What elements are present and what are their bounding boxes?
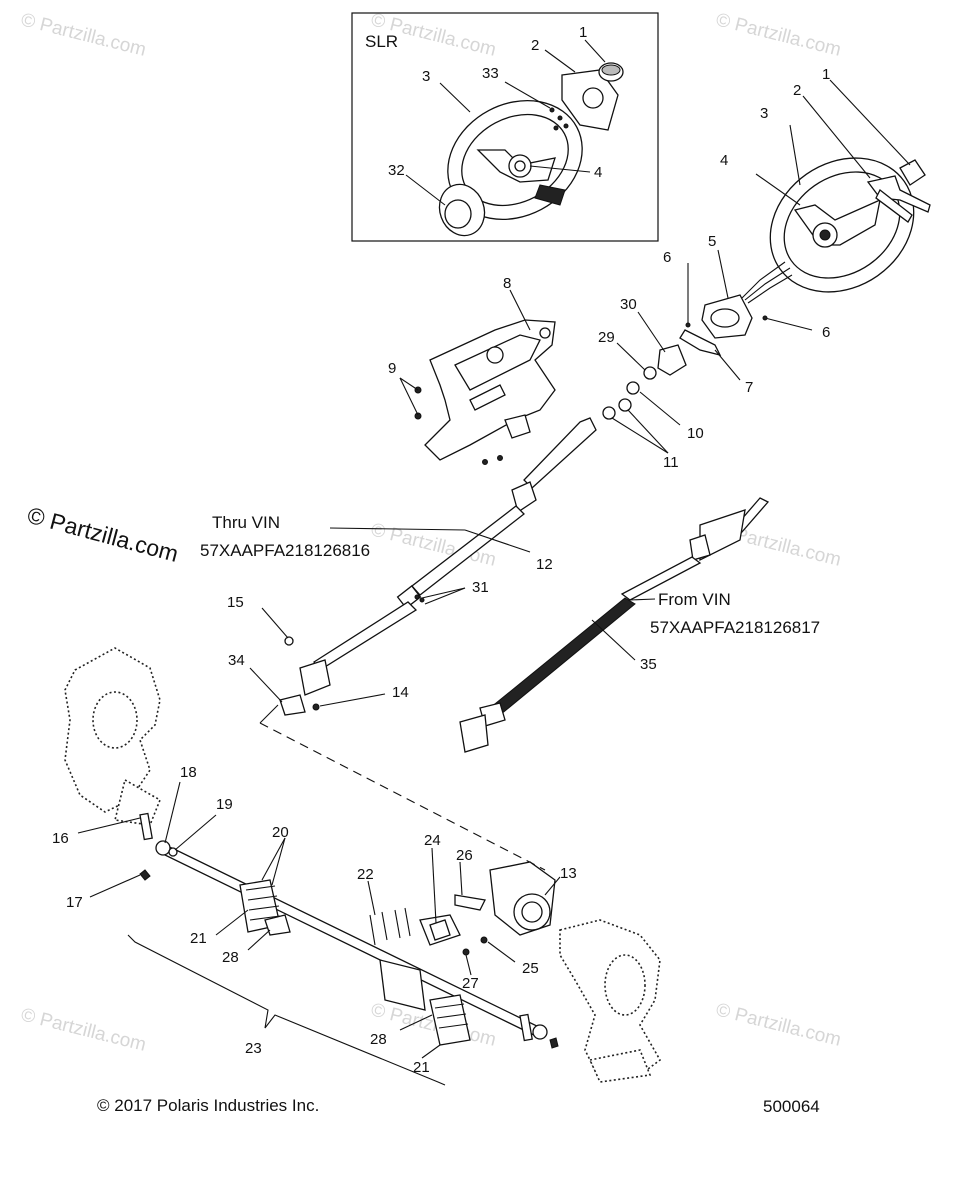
callout: 16 (52, 830, 69, 847)
callout: 5 (708, 233, 716, 250)
inset-label: SLR (365, 32, 398, 51)
watermark: © Partzilla.com (19, 1004, 148, 1055)
callout: 2 (531, 37, 539, 54)
callout: 17 (66, 894, 83, 911)
callout: 27 (462, 975, 479, 992)
callout: 14 (392, 684, 409, 701)
callout: 7 (745, 379, 753, 396)
callout: 4 (594, 164, 602, 181)
diagram-number: 500064 (763, 1097, 820, 1116)
callout: 6 (663, 249, 671, 266)
callout: 25 (522, 960, 539, 977)
callout: 4 (720, 152, 728, 169)
callout: 31 (472, 579, 489, 596)
steering-column-bracket: 8 9 (388, 275, 556, 465)
from-vin-number: 57XAAPFA218126817 (650, 618, 820, 637)
thru-vin-number: 57XAAPFA218126816 (200, 541, 370, 560)
callout: 33 (482, 65, 499, 82)
steering-shaft-35: From VIN 57XAAPFA218126817 35 (459, 497, 820, 753)
switch-assembly: 5 6 6 7 (663, 233, 830, 396)
callout: 29 (598, 329, 615, 346)
guide-line (259, 722, 546, 871)
small-parts: 30 29 10 11 (598, 296, 704, 471)
copyright: © 2017 Polaris Industries Inc. (97, 1096, 319, 1115)
callout: 6 (822, 324, 830, 341)
thru-vin-label: Thru VIN (212, 513, 280, 532)
callout: 15 (227, 594, 244, 611)
callout: 8 (503, 275, 511, 292)
from-vin-label: From VIN (658, 590, 731, 609)
callout: 24 (424, 832, 441, 849)
watermark: © Partzilla.com (19, 9, 148, 60)
callout: 34 (228, 652, 245, 669)
steering-wheel-standard: 1 2 3 4 (720, 66, 931, 293)
left-knuckle (64, 647, 162, 826)
callout: 28 (222, 949, 239, 966)
callout: 19 (216, 796, 233, 813)
callout: 30 (620, 296, 637, 313)
callout: 23 (245, 1040, 262, 1057)
callout: 13 (560, 865, 577, 882)
callout: 10 (687, 425, 704, 442)
rack-and-pinion: 18 19 16 17 20 21 28 22 24 26 13 27 25 2… (52, 764, 577, 1076)
callout: 22 (357, 866, 374, 883)
callout: 26 (456, 847, 473, 864)
callout: 1 (579, 24, 587, 41)
callout: 3 (760, 105, 768, 122)
callout: 2 (793, 82, 801, 99)
callout: 3 (422, 68, 430, 85)
callout: 9 (388, 360, 396, 377)
watermark: © Partzilla.com (714, 9, 843, 60)
callout: 1 (822, 66, 830, 83)
callout: 18 (180, 764, 197, 781)
callout: 32 (388, 162, 405, 179)
callout: 21 (413, 1059, 430, 1076)
slr-inset: SLR 1 2 33 3 4 32 (351, 12, 659, 242)
steering-shaft-12: Thru VIN 57XAAPFA218126816 12 31 15 34 1… (200, 417, 597, 716)
assembly-bracket (127, 934, 446, 1086)
callout: 28 (370, 1031, 387, 1048)
watermark: © Partzilla.com (714, 999, 843, 1050)
callout: 11 (663, 454, 679, 471)
right-knuckle (559, 919, 662, 1083)
watermark-main: © Partzilla.com (25, 502, 181, 567)
callout: 35 (640, 656, 657, 673)
callout: 20 (272, 824, 289, 841)
callout: 12 (536, 556, 553, 573)
callout: 21 (190, 930, 207, 947)
